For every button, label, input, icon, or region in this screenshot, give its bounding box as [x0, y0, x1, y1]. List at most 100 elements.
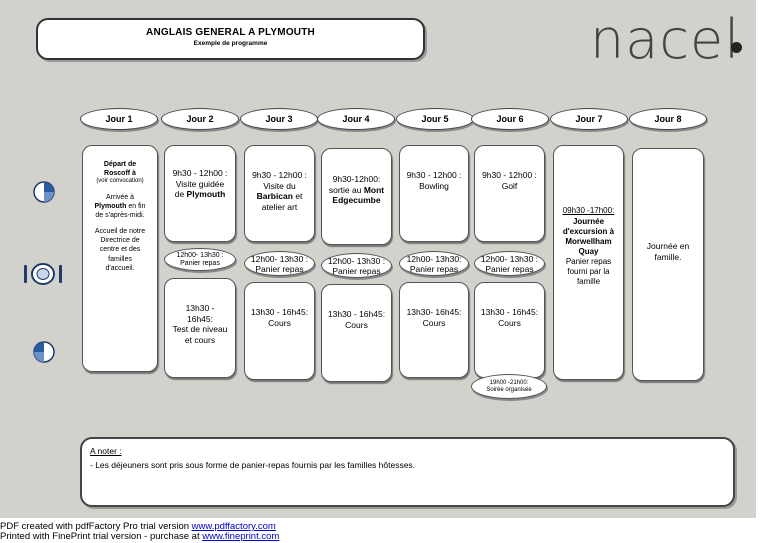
cell-text: d'excursion à	[562, 227, 615, 236]
cell-text: Panier repas	[409, 263, 459, 274]
cell-text: 12h00- 13h30 :	[480, 254, 539, 264]
day4-afternoon-cell: 13h30 - 16h45: Cours	[321, 284, 392, 382]
cell-text: 13h30 - 16h45:	[480, 307, 539, 317]
day1-line: de s'après-midi.	[95, 212, 145, 220]
day1-line: Roscoff à	[104, 170, 136, 178]
cell-text: Cours	[345, 319, 368, 330]
day3-morning-cell: 9h30 - 12h00 : Visite du Barbican et ate…	[244, 145, 315, 242]
cell-text: 9h30 - 12h00 :	[482, 170, 537, 180]
day3-lunch-pill: 12h00- 13h30 : Panier repas	[244, 251, 315, 276]
cell-text: 12h00- 13h30:	[406, 254, 462, 264]
day1-line: Arrivée à	[105, 193, 134, 201]
cell-text: Panier repas	[180, 260, 220, 268]
day6-morning-cell: 9h30 - 12h00 : Golf	[474, 145, 545, 242]
cell-text: 09h30 -17h00:	[562, 206, 615, 215]
page-title: ANGLAIS GENERAL A PLYMOUTH	[146, 27, 315, 38]
cell-text: 9h30-12h00:	[332, 174, 381, 184]
day6-afternoon-cell: 13h30 - 16h45: Cours	[474, 282, 545, 378]
day-header-5: Jour 5	[396, 108, 474, 130]
day8-cell: Journée en famille.	[632, 148, 704, 381]
day1-line: Accueil de notre	[94, 228, 146, 236]
day-header-4: Jour 4	[317, 108, 395, 130]
day2-lunch-pill: 12h00- 13h30 : Panier repas	[164, 248, 236, 271]
page-subtitle: Exemple de programme	[193, 40, 268, 47]
cell-text: fourni par la	[567, 267, 610, 276]
day1-line: Plymouth en fin	[94, 203, 146, 211]
day1-line: Directrice de	[100, 237, 140, 245]
cell-text: Morwellham	[565, 237, 612, 246]
day-header-3: Jour 3	[240, 108, 318, 130]
day2-morning-cell: 9h30 - 12h00 : Visite guidée de Plymouth	[164, 145, 236, 242]
day6-evening-pill: 19h00 -21h00: Soirée organisée	[471, 374, 547, 399]
day5-afternoon-cell: 13h30- 16h45: Cours	[399, 282, 469, 378]
cell-text: Journée en	[646, 241, 690, 251]
day1-cell: Départ de Roscoff à (voir convocation) A…	[82, 145, 158, 372]
cell-text: 16h45:	[187, 313, 213, 324]
cell-text: sortie au Mont	[328, 184, 385, 195]
cell-text: 9h30 - 12h00 :	[252, 170, 307, 180]
cell-text: Golf	[501, 180, 518, 191]
day1-line: Départ de	[103, 161, 137, 168]
footer-line-2: Printed with FinePrint trial version - p…	[0, 531, 280, 542]
day1-line: familles	[108, 255, 132, 263]
day-header-6: Jour 6	[471, 108, 549, 130]
cell-text: 9h30 - 12h00 :	[172, 168, 228, 178]
cell-text: Panier repas	[255, 263, 304, 274]
title-box: ANGLAIS GENERAL A PLYMOUTH Exemple de pr…	[36, 18, 425, 60]
cell-text: 12h00- 13h30 :	[250, 254, 309, 264]
cell-text: Panier repas	[565, 257, 612, 266]
note-text: - Les déjeuners sont pris sous forme de …	[90, 460, 416, 470]
cell-text: 12h00- 13h30 :	[327, 256, 386, 266]
cell-text: 13h30 - 16h45:	[250, 307, 309, 317]
cell-text: Cours	[268, 317, 291, 328]
note-heading: A noter :	[90, 446, 122, 456]
day1-line: d'accueil.	[105, 264, 135, 272]
logo-dot	[731, 42, 742, 53]
cell-text: Cours	[498, 317, 521, 328]
day6-lunch-pill: 12h00- 13h30 : Panier repas	[474, 251, 545, 276]
day4-lunch-pill: 12h00- 13h30 : Panier repas	[321, 253, 392, 278]
cell-text: Bowling	[419, 180, 449, 191]
day5-morning-cell: 9h30 - 12h00 : Bowling	[399, 145, 469, 242]
cell-text: 13h30 -	[185, 303, 215, 313]
note-box: A noter : - Les déjeuners sont pris sous…	[80, 437, 735, 507]
nacel-logo: nacel	[590, 8, 741, 71]
cell-text: 13h30 - 16h45:	[327, 309, 386, 319]
cell-text: atelier art	[261, 201, 298, 212]
clock-afternoon-icon	[33, 341, 55, 363]
day-header-8: Jour 8	[629, 108, 707, 130]
footer: PDF created with pdfFactory Pro trial ve…	[0, 522, 279, 542]
cell-text: famille.	[654, 251, 682, 262]
day-header-1: Jour 1	[80, 108, 158, 130]
day2-afternoon-cell: 13h30 - 16h45: Test de niveau et cours	[164, 278, 236, 378]
cell-text: Visite du	[263, 180, 296, 191]
clock-morning-icon	[33, 181, 55, 203]
pdffactory-link[interactable]: www.pdffactory.com	[191, 521, 276, 532]
day1-line: (voir convocation)	[96, 178, 144, 185]
day7-cell: 09h30 -17h00: Journée d'excursion à Morw…	[553, 145, 624, 380]
cell-text: Journée	[572, 217, 605, 226]
day-header-2: Jour 2	[161, 108, 239, 130]
cell-text: Edgecumbe	[332, 195, 381, 206]
cell-text: Panier repas	[485, 263, 534, 274]
day1-line: centre et des	[99, 246, 141, 254]
day-header-7: Jour 7	[550, 108, 628, 130]
plate-lunch-icon	[24, 263, 62, 285]
cell-text: 12h00- 13h30 :	[176, 252, 224, 259]
cell-text: Test de niveau	[172, 324, 228, 335]
cell-text: Soirée organisée	[486, 386, 532, 393]
cell-text: Visite guidée	[175, 178, 225, 189]
cell-text: Panier repas	[332, 265, 381, 276]
footer-line-1: PDF created with pdfFactory Pro trial ve…	[0, 521, 276, 532]
cell-text: Quay	[578, 247, 599, 256]
cell-text: famille	[576, 277, 601, 286]
day5-lunch-pill: 12h00- 13h30: Panier repas	[399, 251, 469, 276]
cell-text: de Plymouth	[174, 189, 226, 200]
cell-text: 9h30 - 12h00 :	[406, 170, 462, 180]
cell-text: 19h00 -21h00:	[489, 380, 529, 386]
cell-text: 13h30- 16h45:	[406, 307, 462, 317]
cell-text: et cours	[184, 334, 216, 345]
day4-morning-cell: 9h30-12h00: sortie au Mont Edgecumbe	[321, 148, 392, 245]
fineprint-link[interactable]: www.fineprint.com	[202, 531, 280, 542]
day3-afternoon-cell: 13h30 - 16h45: Cours	[244, 282, 315, 380]
